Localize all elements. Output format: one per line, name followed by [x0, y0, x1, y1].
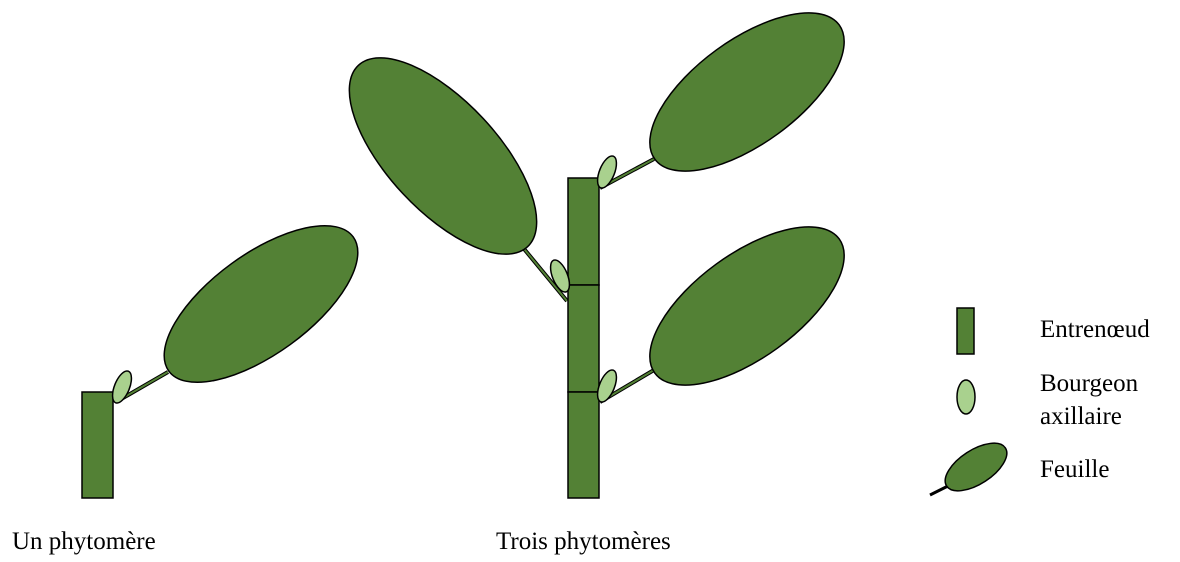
leaf — [624, 197, 870, 415]
legend-bud-label-line1: Bourgeon — [1040, 367, 1138, 400]
caption-one-phytomer: Un phytomère — [12, 528, 156, 556]
three-phytomers — [318, 0, 870, 498]
legend-leaf-label: Feuille — [1040, 453, 1109, 486]
leaf — [624, 0, 870, 201]
legend-bud-symbol — [957, 380, 975, 414]
legend-internode-label: Entrenœud — [1040, 313, 1150, 346]
legend-internode-symbol — [957, 308, 974, 354]
single-phytomer — [82, 197, 383, 498]
internode — [82, 392, 113, 498]
leaf — [139, 197, 382, 412]
legend — [930, 308, 1015, 500]
axillary-bud — [109, 368, 136, 405]
caption-three-phytomers: Trois phytomères — [496, 528, 671, 556]
internode — [568, 285, 599, 392]
axillary-bud — [594, 153, 621, 190]
legend-leaf-symbol — [937, 434, 1014, 501]
legend-bud-label: Bourgeon axillaire — [1040, 367, 1138, 433]
internode — [568, 392, 599, 498]
legend-bud-label-line2: axillaire — [1040, 400, 1138, 433]
internode — [568, 178, 599, 285]
